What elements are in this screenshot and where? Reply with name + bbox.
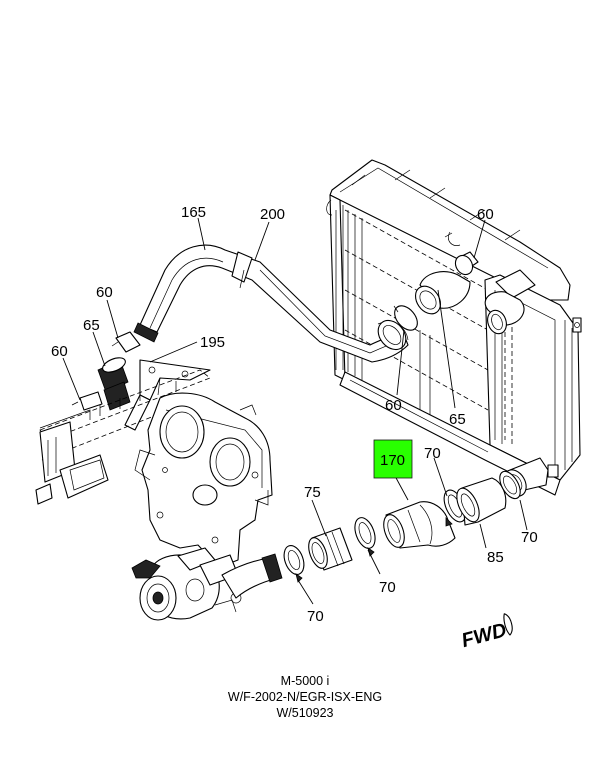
caption-config: W/F-2002-N/EGR-ISX-ENG <box>227 690 383 704</box>
turbocharger <box>131 547 283 621</box>
forward-arrow-icon <box>503 613 513 636</box>
callout-200: 200 <box>260 206 285 223</box>
caption-model: M-5000 i <box>280 674 330 688</box>
engine-front-housing <box>35 369 273 566</box>
callout-85: 85 <box>487 549 504 566</box>
radiator-assembly <box>326 159 582 497</box>
callout-170: 170 <box>380 452 405 469</box>
leader-lines <box>62 217 528 605</box>
caption-option: W/510923 <box>276 706 334 720</box>
drawing-caption: M-5000 i W/F-2002-N/EGR-ISX-ENG W/510923 <box>0 673 610 721</box>
fwd-label: FWD <box>459 619 509 652</box>
callouts: 165 200 60 60 65 60 195 60 65 170 70 75 … <box>51 204 538 625</box>
callout-60-left-upper: 60 <box>96 284 113 301</box>
left-hose-parts <box>71 331 141 411</box>
callout-60-mid: 60 <box>385 397 402 414</box>
forward-direction-indicator: FWD <box>459 613 513 652</box>
lower-hose-chain <box>283 470 521 583</box>
callout-165: 165 <box>181 204 206 221</box>
callout-65-left: 65 <box>83 317 100 334</box>
callout-70-right-lower: 70 <box>521 529 538 546</box>
callout-70-bottom: 70 <box>307 608 324 625</box>
upper-intake-pipe <box>133 244 418 363</box>
callout-60-top-right: 60 <box>477 206 494 223</box>
callout-60-left-lower: 60 <box>51 343 68 360</box>
callout-75: 75 <box>304 484 321 501</box>
callout-65-mid: 65 <box>449 411 466 428</box>
callout-195: 195 <box>200 334 225 351</box>
callout-70-mid: 70 <box>379 579 396 596</box>
part-170-highlight <box>373 439 413 479</box>
callout-70-right-upper: 70 <box>424 445 441 462</box>
